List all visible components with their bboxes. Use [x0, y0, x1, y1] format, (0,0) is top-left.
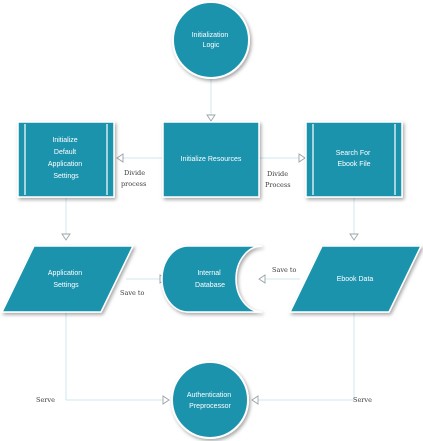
arrowhead-down-resources: [206, 114, 216, 122]
node-initialize-default-settings[interactable]: Initialize Default Application Settings: [17, 121, 115, 198]
node-initialize-resources-label: Initialize Resources: [181, 156, 242, 163]
arrowhead-down-ebook: [349, 233, 359, 241]
connectors: [65, 78, 355, 401]
node-initialization-logic[interactable]: Initialization Logic: [172, 1, 250, 79]
arrowhead-left-default: [116, 153, 124, 163]
edge-labels: Divide process Divide Process Save to Sa…: [36, 169, 372, 404]
edge-label-divide-left: Divide process: [121, 169, 147, 188]
node-ebook-data[interactable]: Ebook Data: [288, 245, 423, 313]
arrowhead-left-auth: [251, 395, 259, 405]
edge-label-serve-right: Serve: [353, 396, 372, 404]
arrowhead-down-settings: [61, 233, 71, 241]
node-initialization-logic-label: Initialization Logic: [192, 32, 231, 49]
edge-label-serve-left: Serve: [36, 396, 55, 404]
node-ebook-data-label: Ebook Data: [337, 276, 374, 283]
node-search-ebook-file[interactable]: Search For Ebook File: [305, 121, 403, 198]
node-authentication-preprocessor[interactable]: Authentication Preprocessor: [171, 361, 249, 439]
node-application-settings[interactable]: Application Settings: [0, 245, 135, 313]
edge-label-save-to-right: Save to: [272, 266, 297, 274]
node-search-ebook-file-label: Search For Ebook File: [336, 150, 373, 168]
arrowhead-right-auth: [162, 395, 170, 405]
node-initialize-default-settings-label: Initialize Default Application Settings: [48, 137, 84, 180]
node-initialize-resources[interactable]: Initialize Resources: [162, 121, 260, 198]
node-internal-database-label: Internal Database: [195, 270, 225, 289]
arrowhead-left-db: [258, 274, 266, 284]
node-authentication-preprocessor-label: Authentication Preprocessor: [187, 392, 233, 410]
arrowhead-right-search: [298, 153, 306, 163]
edge-label-save-to-left: Save to: [120, 289, 145, 297]
node-internal-database[interactable]: Internal Database: [161, 245, 263, 313]
edge-label-divide-right: Divide Process: [265, 170, 291, 189]
node-application-settings-label: Application Settings: [48, 270, 84, 289]
